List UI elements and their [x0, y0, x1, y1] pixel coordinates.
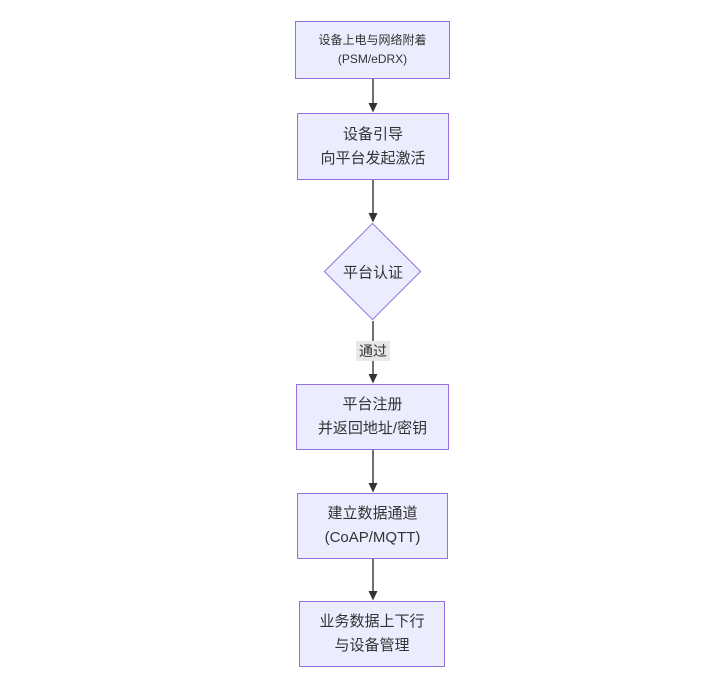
node-text-line: 与设备管理	[334, 637, 410, 654]
arrow-down-icon	[368, 180, 378, 223]
arrow-down-icon	[368, 559, 378, 601]
arrow-down-icon	[368, 450, 378, 493]
arrow-down-icon	[368, 79, 378, 113]
node-text-line: 并返回地址/密钥	[317, 420, 428, 437]
flow-node-business-data: 业务数据上下行 与设备管理	[299, 601, 445, 667]
node-text-line: (PSM/eDRX)	[337, 52, 408, 66]
node-text-line: 平台认证	[342, 264, 404, 282]
flow-node-platform-register: 平台注册 并返回地址/密钥	[296, 384, 449, 450]
flow-node-power-network-attach: 设备上电与网络附着 (PSM/eDRX)	[295, 21, 450, 79]
flow-node-device-bootstrap: 设备引导 向平台发起激活	[297, 113, 449, 180]
node-text-line: (CoAP/MQTT)	[324, 529, 421, 546]
edge-label-pass: 通过	[356, 340, 390, 362]
node-text-line: 向平台发起激活	[320, 149, 426, 167]
node-text-line: 建立数据通道	[327, 505, 418, 523]
node-text-line: 业务数据上下行	[319, 613, 425, 631]
flow-node-data-channel: 建立数据通道 (CoAP/MQTT)	[297, 493, 448, 559]
node-text-line: 设备引导	[342, 125, 403, 143]
node-text-line: 设备上电与网络附着	[318, 33, 427, 48]
node-text-line: 平台注册	[342, 396, 403, 414]
